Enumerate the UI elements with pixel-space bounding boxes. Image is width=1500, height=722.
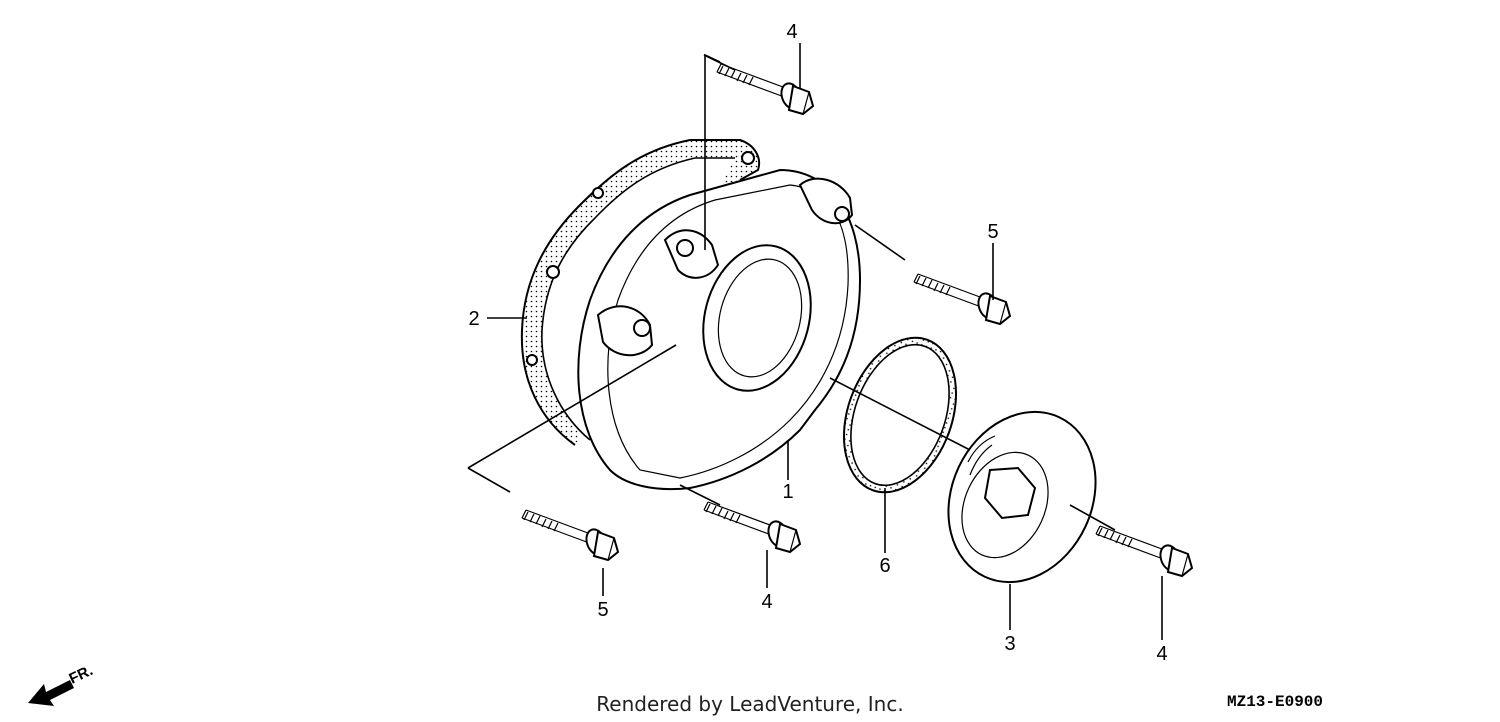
callout-2: 2	[468, 308, 479, 330]
callout-5-left: 5	[597, 599, 608, 621]
front-direction-label: FR.	[67, 662, 96, 688]
front-direction-arrow-icon	[28, 680, 74, 706]
bolt-part-4-top	[716, 63, 814, 115]
callout-4-top: 4	[786, 21, 797, 43]
callout-5-right: 5	[987, 221, 998, 243]
callout-1: 1	[782, 481, 793, 503]
o-ring-part-6	[842, 336, 958, 494]
bolt-part-4-middle	[703, 501, 801, 553]
rendered-by-footer: Rendered by LeadVenture, Inc.	[596, 692, 903, 716]
diagram-code: MZ13-E0900	[1227, 693, 1323, 711]
callout-4-middle: 4	[761, 591, 772, 613]
bolt-part-5-right	[913, 273, 1011, 325]
cover-part-1	[577, 168, 862, 491]
callout-3: 3	[1004, 633, 1015, 655]
callout-6: 6	[879, 555, 890, 577]
cap-part-3	[947, 410, 1097, 584]
bolt-part-4-right	[1095, 525, 1193, 577]
bolt-part-5-left	[521, 509, 619, 561]
leader-lines	[467, 43, 1163, 640]
callout-4-right: 4	[1156, 643, 1167, 665]
